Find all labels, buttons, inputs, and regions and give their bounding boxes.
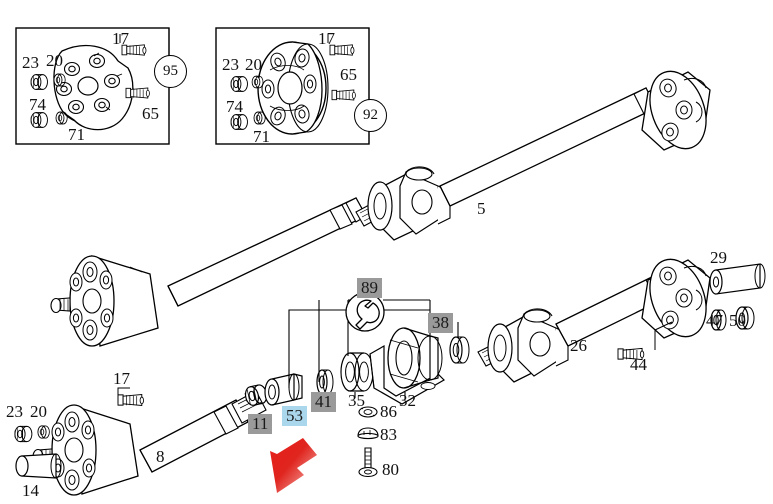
lower-driveshaft-assembly bbox=[14, 258, 766, 496]
callout-35: 35 bbox=[348, 391, 365, 410]
callout-71-inset-left: 71 bbox=[68, 125, 85, 144]
callout-14: 14 bbox=[22, 481, 39, 500]
red-arrow-icon bbox=[270, 438, 317, 493]
callout-23-inset-left: 23 bbox=[22, 53, 39, 72]
callout-44: 44 bbox=[630, 355, 647, 374]
callout-86: 86 bbox=[380, 402, 397, 421]
callout-26: 26 bbox=[570, 336, 587, 355]
callout-5: 5 bbox=[477, 199, 486, 218]
balloon-92[interactable]: 92 bbox=[354, 99, 387, 132]
callout-50: 50 bbox=[729, 311, 746, 330]
callout-23-lower: 23 bbox=[6, 402, 23, 421]
callout-11[interactable]: 11 bbox=[248, 414, 273, 434]
callout-8: 8 bbox=[156, 447, 165, 466]
callout-41[interactable]: 41 bbox=[311, 392, 336, 412]
callout-74-inset-right: 74 bbox=[226, 97, 243, 116]
callout-71-inset-right: 71 bbox=[253, 127, 270, 146]
balloon-95-label: 95 bbox=[163, 63, 178, 79]
callout-80: 80 bbox=[382, 460, 399, 479]
callout-23-inset-right: 23 bbox=[222, 55, 239, 74]
callout-47: 47 bbox=[706, 311, 723, 330]
callout-53[interactable]: 53 bbox=[282, 406, 307, 426]
callout-20-lower: 20 bbox=[30, 402, 47, 421]
inset-box-left bbox=[15, 27, 170, 145]
balloon-95[interactable]: 95 bbox=[154, 55, 187, 88]
callout-29: 29 bbox=[710, 248, 727, 267]
upper-driveshaft-assembly bbox=[50, 70, 711, 347]
callout-20-inset-right: 20 bbox=[245, 55, 262, 74]
callout-89[interactable]: 89 bbox=[357, 278, 382, 298]
callout-65-inset-left: 65 bbox=[142, 104, 159, 123]
callout-65-inset-right: 65 bbox=[340, 65, 357, 84]
inset-box-right bbox=[215, 27, 370, 145]
callout-38[interactable]: 38 bbox=[428, 313, 453, 333]
callout-17-inset-left: 17 bbox=[112, 29, 129, 48]
callout-17-lower: 17 bbox=[113, 369, 130, 388]
callout-74-inset-left: 74 bbox=[29, 95, 46, 114]
callout-83: 83 bbox=[380, 425, 397, 444]
callout-32: 32 bbox=[399, 391, 416, 410]
wrench-icon bbox=[345, 292, 385, 332]
balloon-92-label: 92 bbox=[363, 107, 378, 123]
callout-17-inset-right: 17 bbox=[318, 29, 335, 48]
callout-20-inset-left: 20 bbox=[46, 51, 63, 70]
